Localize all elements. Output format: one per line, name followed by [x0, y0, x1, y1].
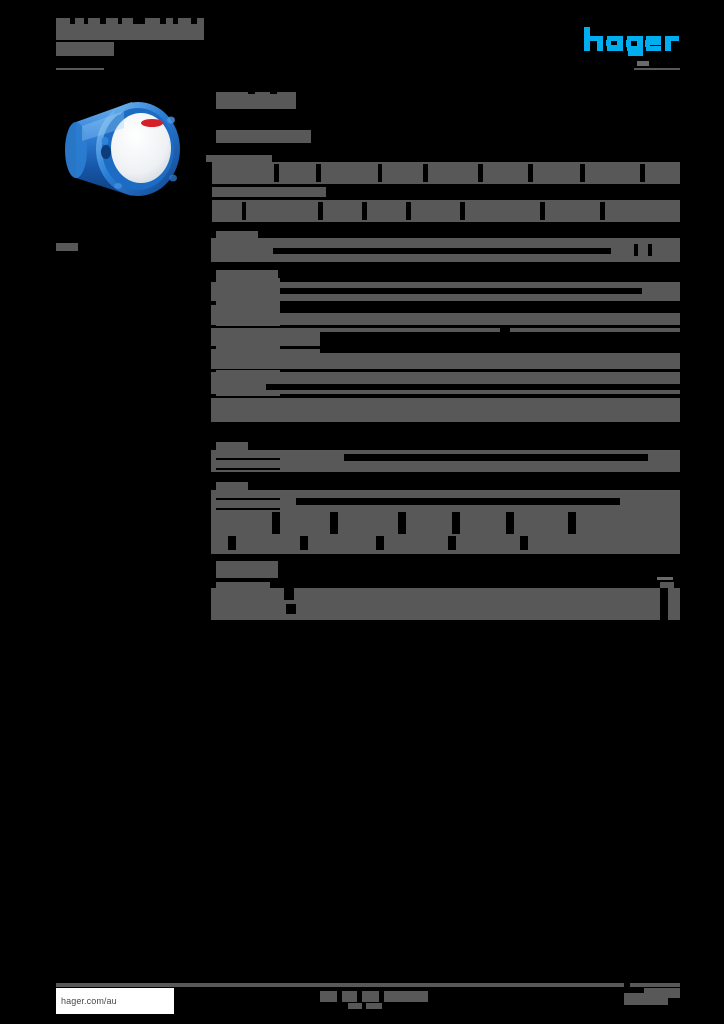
- section-subtitle: [216, 130, 311, 143]
- footer-divider: [56, 983, 680, 987]
- hager-logo: [584, 26, 680, 56]
- group-heading: [206, 155, 272, 162]
- group-heading: [216, 561, 278, 578]
- footer-url[interactable]: hager.com/au: [56, 988, 174, 1014]
- table-row: [206, 372, 680, 394]
- group-heading: [216, 270, 278, 278]
- section-title: [216, 92, 296, 109]
- table-row: [206, 398, 680, 422]
- group-heading: [216, 482, 248, 490]
- table-row: [216, 582, 270, 588]
- table-row: [206, 200, 680, 222]
- group-heading: [216, 231, 258, 239]
- product-image: [58, 86, 200, 212]
- table-row: [206, 162, 680, 184]
- footer-url-text: hager.com/au: [61, 996, 117, 1006]
- table-row: [206, 588, 680, 620]
- footer-center-text: [320, 991, 428, 1002]
- table-row: [206, 349, 680, 369]
- page-subtitle: [56, 42, 114, 56]
- group-heading: [216, 442, 248, 450]
- left-rail-label: [56, 243, 78, 251]
